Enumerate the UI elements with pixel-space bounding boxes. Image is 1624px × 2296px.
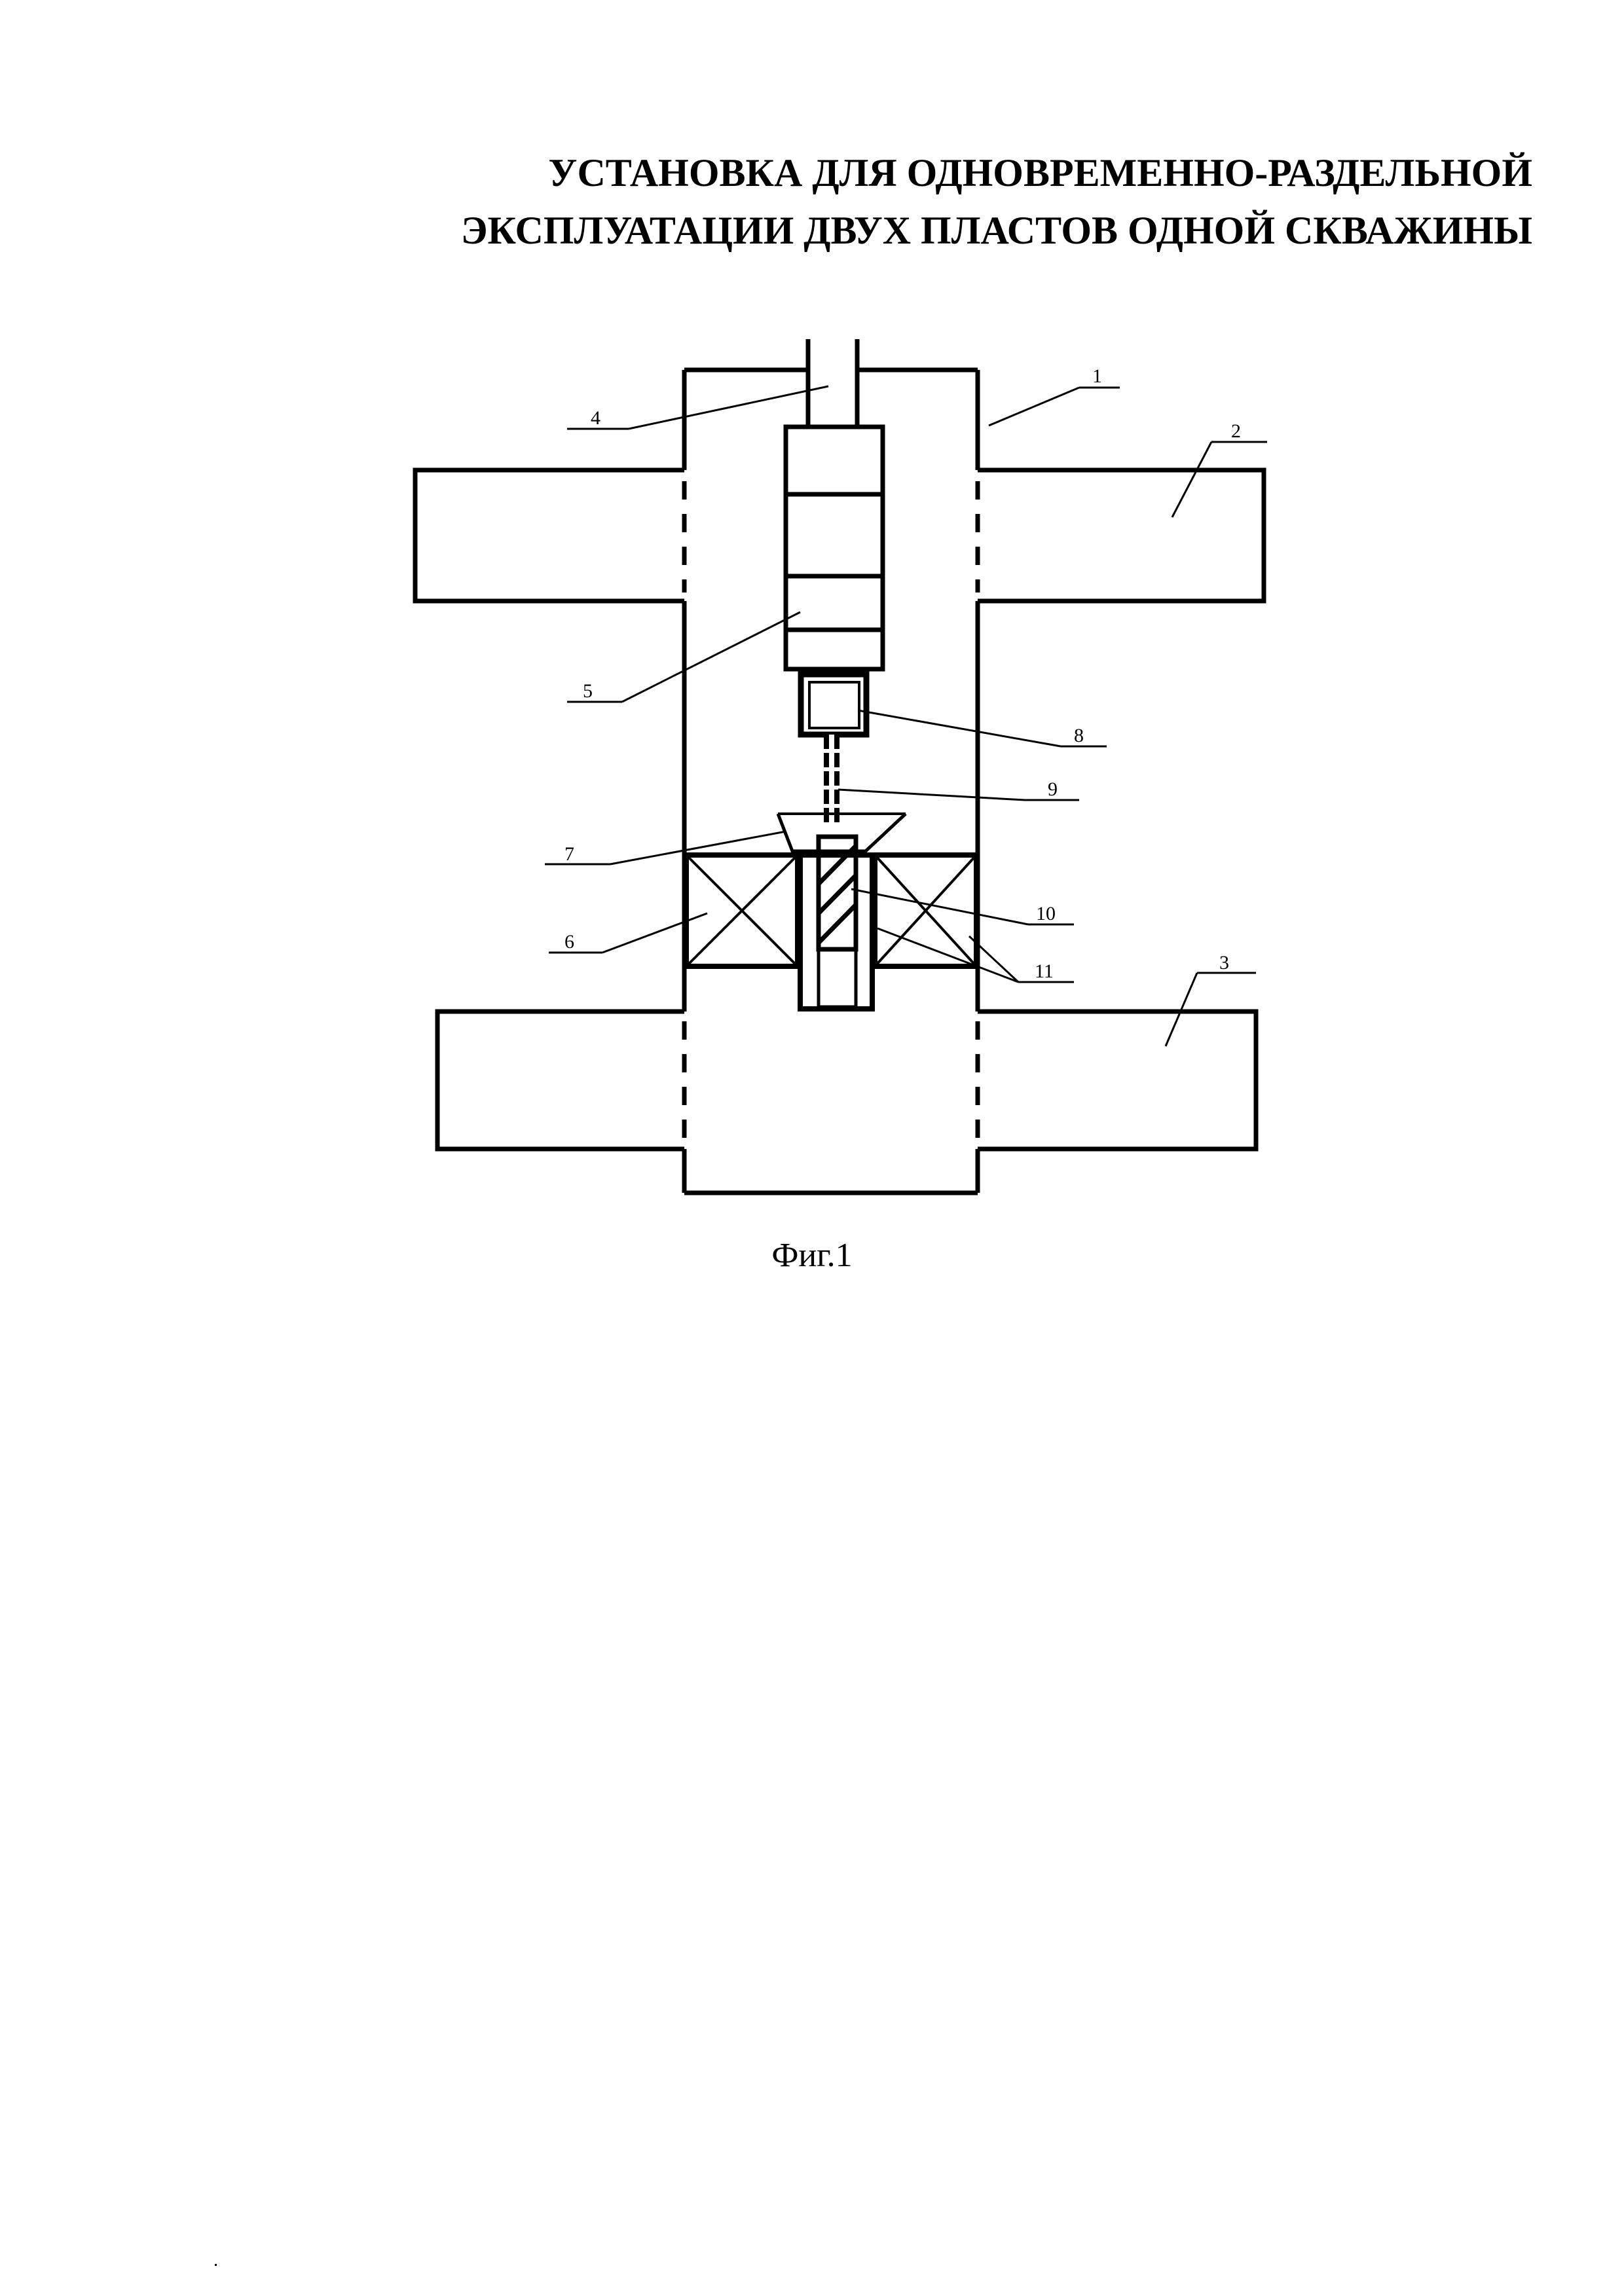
label-5: 5 [583,680,593,702]
label-10: 10 [1036,903,1056,924]
packer-left-cross-2 [685,854,799,968]
figure-caption: Фиг.1 [771,1237,853,1274]
valve-lower-chamber [817,947,858,1009]
plunger-hatch-1 [817,844,858,886]
leader-9 [838,788,1025,801]
tubing [805,339,860,427]
formation-3-left-part [435,1009,684,1152]
formation-3 [978,1009,1259,1152]
motor [798,671,870,738]
well-casing-upper [413,367,1266,1011]
pump [783,424,885,672]
leader-11b [968,935,1020,983]
title-line-1: УСТАНОВКА ДЛЯ ОДНОВРЕМЕННО-РАЗДЕЛЬНОЙ [548,151,1532,194]
label-3: 3 [1219,952,1229,974]
label-7: 7 [564,843,574,865]
label-4: 4 [591,407,600,429]
formation-2 [978,467,1266,604]
perforations-lower [682,1021,980,1139]
label-9: 9 [1048,778,1058,800]
leader-6 [602,912,708,954]
packer-right-cross-2 [874,854,978,968]
leader-5 [621,611,801,703]
plunger-hatch-2 [817,873,858,915]
funnel-7 [776,812,907,853]
document-title: УСТАНОВКА ДЛЯ ОДНОВРЕМЕННО-РАЗДЕЛЬНОЙ ЭК… [157,144,1532,259]
formation-2-left-part [413,467,684,604]
leaders [545,385,1267,1047]
title-line-2: ЭКСПЛУАТАЦИИ ДВУХ ПЛАСТОВ ОДНОЙ СКВАЖИНЫ [460,209,1532,252]
valve-assembly [798,834,875,1011]
label-6: 6 [564,931,574,953]
label-11: 11 [1035,960,1054,982]
leader-1 [988,386,1080,427]
pump-body [783,424,885,672]
label-8: 8 [1074,725,1084,746]
page-speck [215,2264,217,2266]
leader-2 [1171,441,1213,518]
label-1: 1 [1092,365,1102,387]
leader-10 [851,888,1029,926]
motor-inner [808,681,860,729]
label-2: 2 [1231,420,1241,442]
formation-3-group [435,1009,1259,1195]
leader-4 [628,385,829,430]
leader-11a [877,927,1019,983]
valve-housing-11 [798,852,875,1011]
leader-7 [610,830,786,866]
plunger-hatch-3 [817,903,858,945]
leader-3 [1164,972,1198,1047]
leader-8 [857,709,1061,748]
